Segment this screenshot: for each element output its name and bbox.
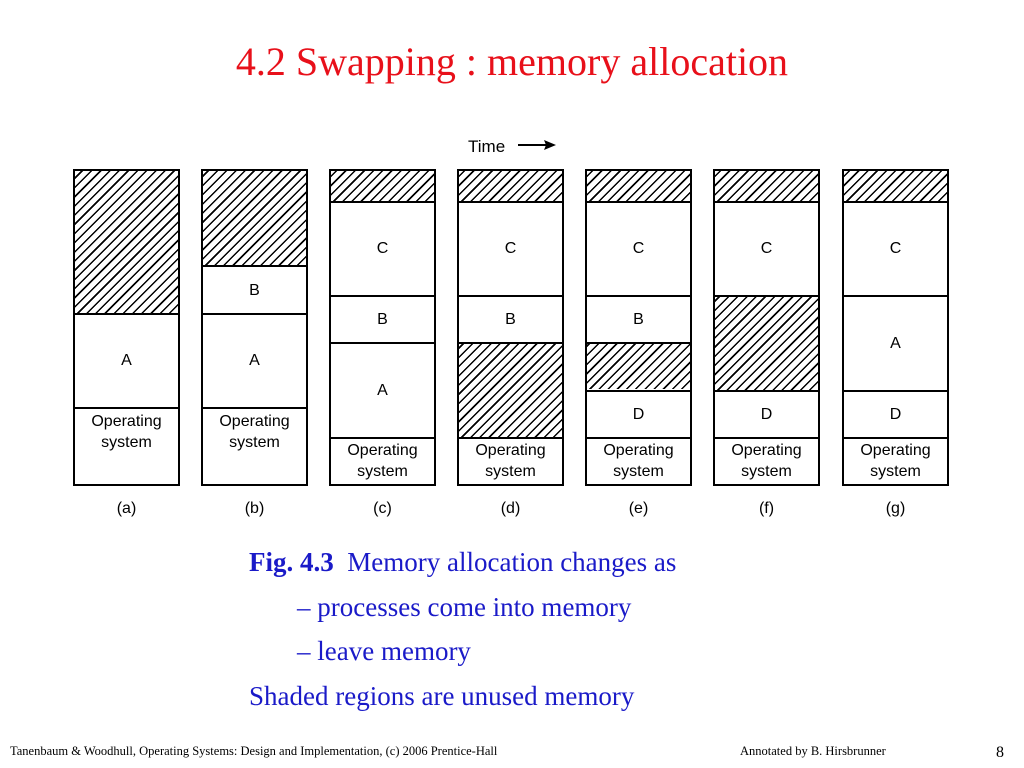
unused-memory-region — [587, 171, 690, 201]
process-region: D — [587, 389, 690, 437]
memory-column: C B D Operating system — [585, 169, 692, 486]
caption-text: Memory allocation changes as — [347, 547, 677, 577]
caption-line-1: Fig. 4.3 Memory allocation changes as — [249, 540, 676, 585]
region-label: Operating system — [603, 442, 674, 481]
region-label: D — [760, 405, 773, 423]
memory-column: C B A Operating system — [329, 169, 436, 486]
memory-column: C A D Operating system — [842, 169, 949, 486]
page-number: 8 — [996, 744, 1004, 761]
operating-system-region: Operating system — [331, 436, 434, 484]
region-label: Operating system — [219, 412, 290, 451]
operating-system-region: Operating system — [203, 407, 306, 454]
memory-column: A Operating system — [73, 169, 180, 486]
footer-annotation: Annotated by B. Hirsbrunner — [740, 744, 886, 758]
process-region: A — [844, 295, 947, 389]
unused-memory-region — [203, 171, 306, 266]
process-region: B — [459, 295, 562, 342]
footer-citation: Tanenbaum & Woodhull, Operating Systems:… — [10, 744, 498, 758]
column-label: (c) — [373, 500, 392, 517]
unused-memory-region — [75, 171, 178, 313]
region-label: B — [505, 311, 516, 329]
operating-system-region: Operating system — [75, 407, 178, 454]
operating-system-region: Operating system — [715, 436, 818, 484]
unused-memory-region — [459, 342, 562, 437]
process-region: C — [587, 200, 690, 295]
region-label: C — [760, 240, 773, 258]
region-label: A — [121, 352, 132, 370]
region-label: Operating system — [91, 412, 162, 451]
region-label: Operating system — [347, 442, 418, 481]
caption-line-4: Shaded regions are unused memory — [249, 680, 635, 711]
process-region: C — [331, 200, 434, 295]
region-label: C — [376, 240, 389, 258]
operating-system-region: Operating system — [587, 436, 690, 484]
process-region: B — [587, 295, 690, 342]
region-label: A — [890, 334, 901, 352]
time-arrow-icon — [518, 140, 556, 150]
process-region: C — [844, 200, 947, 295]
region-label: C — [632, 240, 645, 258]
process-region: A — [203, 312, 306, 407]
region-label: C — [889, 240, 902, 258]
region-label: B — [249, 281, 260, 299]
memory-column: C B Operating system — [457, 169, 564, 486]
process-region: B — [203, 265, 306, 312]
region-label: A — [377, 381, 388, 399]
region-label: Operating system — [860, 442, 931, 481]
column-label: (g) — [885, 500, 906, 517]
unused-memory-region — [587, 342, 690, 390]
process-region: C — [715, 200, 818, 295]
region-label: C — [504, 240, 517, 258]
process-region: A — [331, 342, 434, 436]
caption-bullet-1: – processes come into memory — [297, 591, 632, 622]
memory-column: B A Operating system — [201, 169, 308, 486]
process-region: D — [715, 389, 818, 437]
process-region: B — [331, 295, 434, 342]
region-label: B — [633, 311, 644, 329]
region-label: D — [632, 405, 645, 423]
region-label: Operating system — [731, 442, 802, 481]
unused-memory-region — [331, 171, 434, 201]
memory-column: C D Operating system — [713, 169, 820, 486]
caption-bullet-2: – leave memory — [297, 636, 471, 666]
process-region: D — [844, 389, 947, 437]
operating-system-region: Operating system — [459, 436, 562, 484]
column-label: (e) — [628, 500, 649, 517]
unused-memory-region — [715, 171, 818, 201]
operating-system-region: Operating system — [844, 436, 947, 484]
region-label: B — [377, 311, 388, 329]
region-label: A — [249, 352, 260, 370]
unused-memory-region — [459, 171, 562, 201]
figure-label: Fig. 4.3 — [249, 547, 334, 577]
region-label: Operating system — [475, 442, 546, 481]
unused-memory-region — [715, 295, 818, 390]
column-label: (a) — [116, 500, 137, 517]
time-label: Time — [468, 137, 506, 156]
column-label: (f) — [758, 500, 775, 517]
process-region: A — [75, 312, 178, 407]
unused-memory-region — [844, 171, 947, 201]
column-label: (b) — [244, 500, 265, 517]
region-label: D — [889, 405, 902, 423]
column-label: (d) — [500, 500, 521, 517]
process-region: C — [459, 200, 562, 295]
figure-caption: Fig. 4.3 Memory allocation changes as – … — [249, 540, 676, 718]
slide-title: 4.2 Swapping : memory allocation — [235, 39, 789, 84]
